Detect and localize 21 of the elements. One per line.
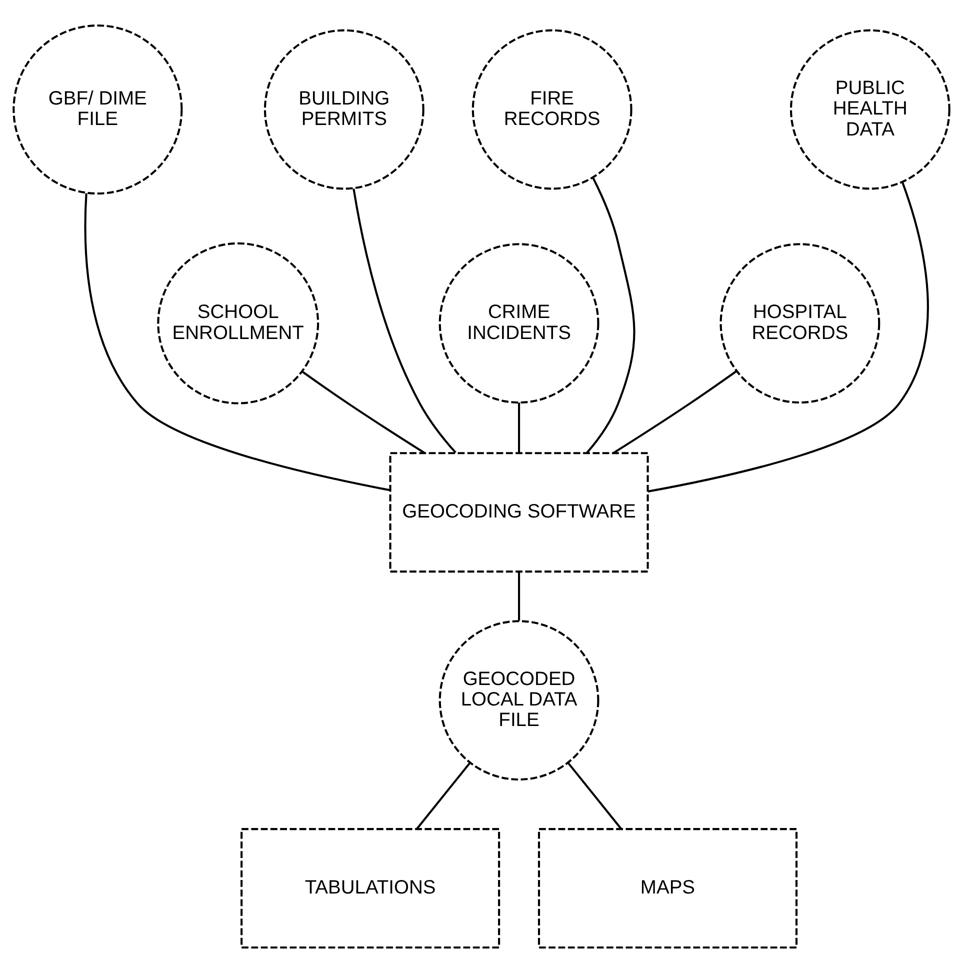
node-circle: PUBLIC HEALTH DATA [790,29,950,190]
node-box: GEOCODING SOFTWARE [389,452,649,573]
node-circle: FIRE RECORDS [472,29,632,190]
connector [302,370,425,454]
connector [648,182,929,492]
connector [613,370,737,454]
connector [567,762,622,830]
node-circle: BUILDING PERMITS [264,29,424,190]
node-circle: SCHOOL ENROLLMENT [157,242,320,404]
connector [518,402,520,453]
connector [586,177,636,454]
connector [416,762,471,830]
node-box: MAPS [538,828,798,949]
node-circle: CRIME INCIDENTS [438,243,600,404]
node-circle: GEOCODED LOCAL DATA FILE [438,620,600,781]
node-box: TABULATIONS [240,828,500,949]
node-circle: HOSPITAL RECORDS [720,243,880,404]
connector [518,572,520,621]
node-circle: GBF/ DIME FILE [12,24,183,195]
connector [352,188,456,454]
connector [84,193,390,492]
